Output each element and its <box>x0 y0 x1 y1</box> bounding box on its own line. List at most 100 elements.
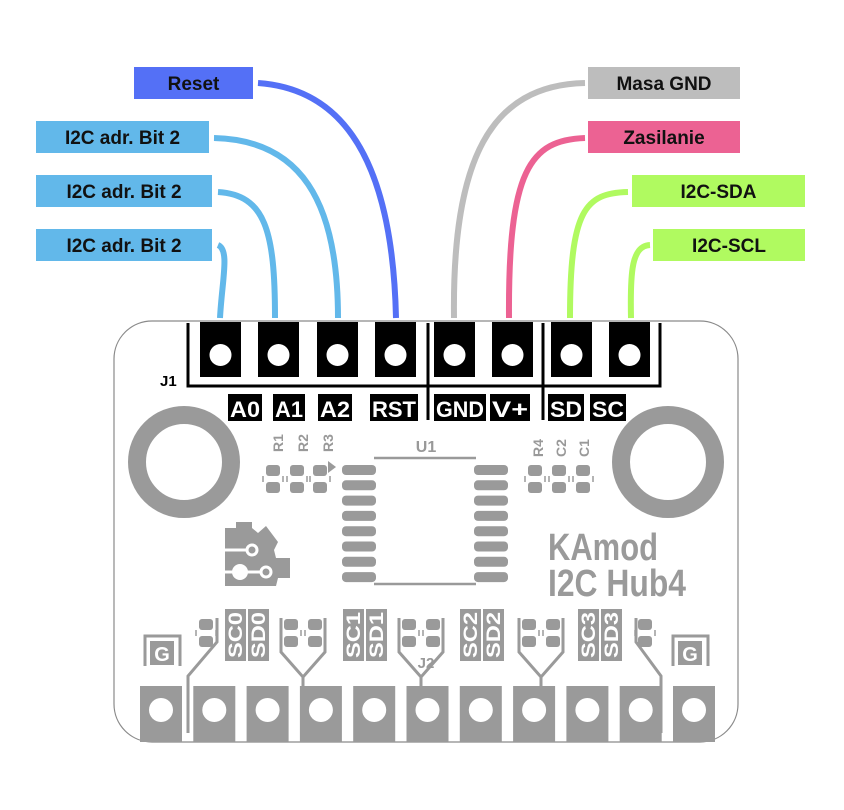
pin-hole <box>202 698 227 722</box>
smd-component <box>286 465 308 493</box>
pin-hole <box>468 698 493 722</box>
wire-a0 <box>216 242 228 319</box>
bus-label-sd2: SD2 <box>483 609 505 661</box>
pin-hole <box>255 698 280 722</box>
callout-a0-text: I2C adr. Bit 2 <box>66 236 181 257</box>
bus-label-sc3: SC3 <box>578 609 600 661</box>
bottom-pin-5 <box>353 686 396 742</box>
top-pin-a2: A2 <box>317 322 358 422</box>
components-right: R4 C2 C1 <box>524 439 594 493</box>
smd-component <box>518 619 540 647</box>
pin-hole <box>415 698 440 722</box>
wire-gnd <box>450 80 586 319</box>
bottom-pin-11 <box>673 686 715 742</box>
callout-a1: I2C adr. Bit 2 <box>36 175 212 207</box>
bottom-pin-1 <box>140 686 182 742</box>
bus-label-text: SC2 <box>461 612 482 658</box>
pin-hole <box>575 698 600 722</box>
chip-pin-left <box>342 510 376 521</box>
chip-pin-left <box>342 480 376 491</box>
chip-pin-right <box>474 495 508 506</box>
ground-marker-right: G <box>671 634 710 666</box>
chip-pin-left <box>342 556 376 567</box>
pin-label-bg <box>490 394 530 421</box>
pin-hole <box>149 698 173 722</box>
trace <box>186 618 219 733</box>
callout-scl-text: I2C-SCL <box>692 236 766 257</box>
label-r2: R2 <box>295 434 311 452</box>
mounting-hole-left <box>128 406 240 518</box>
callout-a1-text: I2C adr. Bit 2 <box>66 182 181 203</box>
chip-pin-left <box>342 465 376 475</box>
callout-a2-text: I2C adr. Bit 2 <box>65 128 180 149</box>
pin-label-bg <box>370 394 418 421</box>
smd-component <box>542 619 564 647</box>
chip-pin-left <box>342 526 376 537</box>
top-pin-sc: SC <box>590 322 650 422</box>
callout-a0: I2C adr. Bit 2 <box>36 229 212 261</box>
pin-label: RST <box>372 397 417 422</box>
pin-label: A1 <box>275 397 303 422</box>
bus-label-sd0: SD0 <box>248 609 270 661</box>
callout-gnd-text: Masa GND <box>616 74 711 95</box>
wire-scl <box>627 242 651 319</box>
pin-hole <box>443 344 466 366</box>
bus-label-sc2: SC2 <box>460 609 482 661</box>
wire-sda <box>567 189 629 319</box>
callout-gnd: Masa GND <box>588 67 740 99</box>
smd-component <box>309 465 331 493</box>
bottom-pin-2 <box>193 686 236 742</box>
mounting-hole-right <box>612 406 724 518</box>
j2-label: J2 <box>418 655 435 672</box>
pin-hole <box>560 344 583 366</box>
smd-component <box>304 619 326 647</box>
bus-label-text: SD0 <box>249 612 270 658</box>
pin-label-bg <box>273 394 305 421</box>
gear-logo-icon <box>225 522 290 586</box>
pin-label: A2 <box>320 397 350 422</box>
wire-a2 <box>213 135 341 319</box>
bottom-pin-3 <box>246 686 289 742</box>
pin-hole <box>326 344 349 366</box>
callout-a2: I2C adr. Bit 2 <box>36 121 209 153</box>
bus-label-text: SC1 <box>344 611 365 658</box>
callout-reset: Reset <box>134 67 253 99</box>
bus-label-sc0: SC0 <box>225 609 247 661</box>
chip-pin-right <box>474 526 508 537</box>
bus-label-text: SD2 <box>484 612 505 658</box>
pin-label-bg <box>434 394 486 421</box>
label-r1: R1 <box>270 434 286 452</box>
pin-label-bg <box>548 394 584 421</box>
smd-component <box>262 465 284 493</box>
pin-label: SD <box>550 397 582 422</box>
ground-label-left: G <box>154 644 170 666</box>
smd-component <box>548 465 570 493</box>
top-pin-gnd: GND <box>434 322 486 422</box>
callout-reset-text: Reset <box>168 74 220 95</box>
chip-pin-right <box>474 541 508 552</box>
pin-hole <box>267 344 290 366</box>
callout-sda-text: I2C-SDA <box>680 182 756 203</box>
pin-hole <box>628 698 653 722</box>
bus-label-sd1: SD1 <box>366 609 388 661</box>
bottom-pin-4 <box>299 686 342 742</box>
pin-label: A0 <box>230 397 260 422</box>
chip-pin-left <box>342 541 376 552</box>
pin-hole <box>384 344 407 366</box>
callout-vplus-text: Zasilanie <box>623 128 704 149</box>
label-r4: R4 <box>530 439 546 457</box>
ground-marker-left: G <box>143 634 182 666</box>
callout-sda: I2C-SDA <box>632 175 805 207</box>
bus-label-text: SC3 <box>579 612 600 658</box>
top-pin-sd: SD <box>548 322 592 422</box>
bottom-pin-10 <box>619 686 662 742</box>
chip-pin-right <box>474 510 508 521</box>
u1-label: U1 <box>416 439 437 456</box>
pin-hole <box>501 344 524 366</box>
bottom-pin-8 <box>513 686 556 742</box>
pin-label-bg <box>318 394 352 421</box>
top-pin-vplus: V+ <box>490 322 533 422</box>
smd-component <box>280 619 302 647</box>
